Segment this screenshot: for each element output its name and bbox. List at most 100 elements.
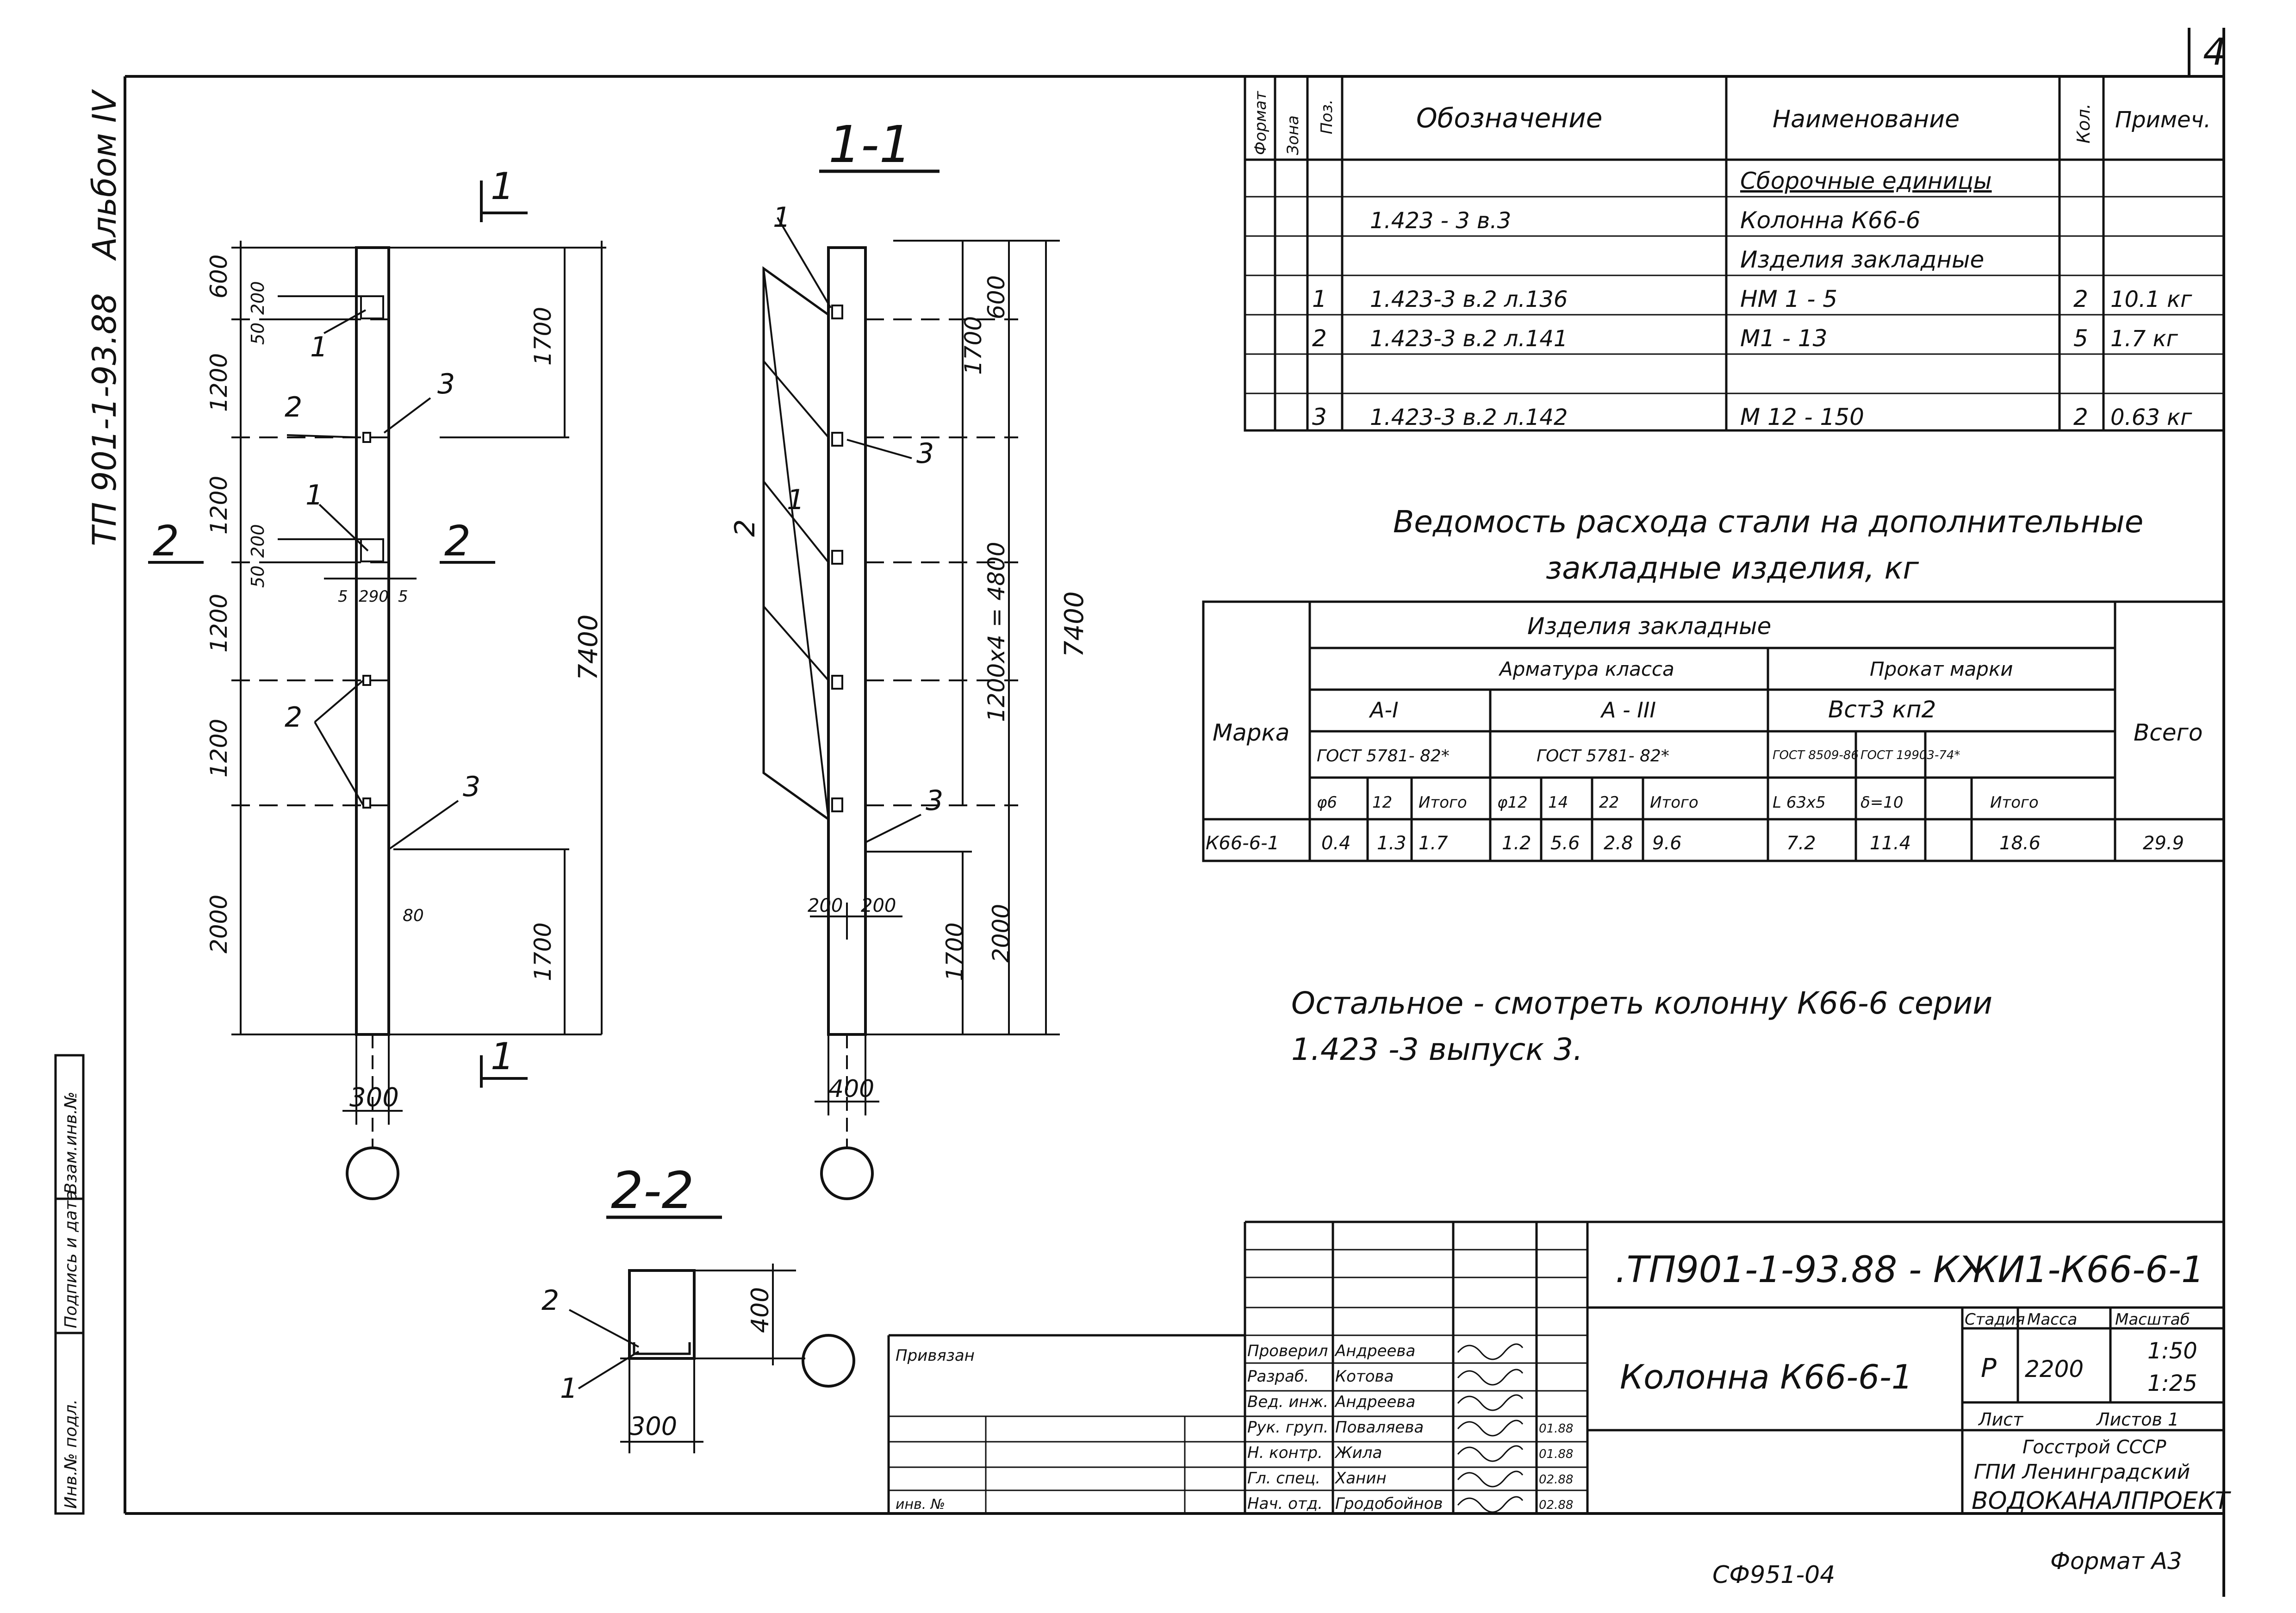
handwritten-signature	[1457, 1445, 1524, 1462]
steel-cell: 0.4	[1321, 833, 1351, 854]
spec-name: М 12 - 150	[1740, 404, 1864, 430]
spec-pos: 1	[1312, 286, 1327, 312]
signature-role: Нач. отд.	[1247, 1495, 1323, 1513]
dim-label: 600	[983, 275, 1010, 319]
handwritten-signature	[1457, 1420, 1524, 1437]
dim-label: 300	[349, 1083, 399, 1113]
axis-bubble	[820, 1146, 874, 1200]
org-line: ВОДОКАНАЛПРОЕКТ	[1972, 1487, 2232, 1515]
signature-date: 02.88	[1539, 1473, 1573, 1487]
spec-name: Сборочные единицы	[1740, 168, 1992, 194]
signature-name: Ханин	[1334, 1469, 1387, 1488]
scale-header: Масштаб	[2115, 1310, 2190, 1329]
album-label: Альбом IV	[86, 89, 124, 261]
dim-label: 1700	[529, 922, 556, 981]
axis-bubble	[346, 1146, 399, 1200]
left-box-label: Инв.№ подл.	[62, 1399, 81, 1509]
dim-label: 50	[248, 566, 268, 588]
spec-qty: 5	[2073, 325, 2088, 352]
steel-header: Прокат марки	[1870, 658, 2013, 680]
position-label: 1	[773, 201, 790, 234]
title-block	[887, 1221, 2224, 1513]
stage-value: Р	[1981, 1353, 1997, 1383]
series-label: ТП 901-1-93.88	[86, 293, 124, 546]
stage-header: Стадия	[1965, 1310, 2025, 1329]
dim-label: 1700	[960, 316, 987, 375]
spec-header: Кол.	[2073, 103, 2094, 143]
steel-header: Изделия закладные	[1527, 613, 1771, 640]
steel-header: Всего	[2134, 719, 2203, 746]
dim-label: 1200	[205, 594, 232, 653]
dim-label: 200	[861, 895, 896, 916]
position-label: 1	[787, 484, 804, 516]
signature-date: 01.88	[1539, 1447, 1573, 1461]
handwritten-signature	[1457, 1470, 1524, 1488]
dim-label: 1200	[205, 476, 232, 535]
spec-table	[1244, 75, 2225, 432]
steel-sub-header: δ=10	[1860, 793, 1904, 812]
org-line: ГПИ Ленинградский	[1974, 1460, 2190, 1484]
signature-name: Поваляева	[1335, 1418, 1424, 1437]
dim-label: 200	[808, 895, 843, 916]
sheets-header: Листов 1	[2096, 1409, 2179, 1430]
position-label: 1	[310, 331, 328, 363]
steel-header: ГОСТ 5781- 82*	[1537, 747, 1669, 766]
signature-role: Н. контр.	[1247, 1444, 1323, 1462]
dim-label: 1700	[529, 307, 556, 366]
dim-label: 400	[747, 1287, 774, 1333]
steel-cell: К66-6-1	[1206, 833, 1279, 854]
spec-header: Формат	[1251, 91, 1270, 155]
dim-label: 1700	[941, 922, 968, 981]
left-box-label: Подпись и дата	[62, 1190, 81, 1328]
spec-qty: 2	[2073, 286, 2088, 312]
dim-label: 7400	[573, 614, 604, 680]
dim-label: 1200	[205, 719, 232, 778]
sheet-number: 4	[2203, 31, 2227, 74]
handwritten-signature	[1457, 1369, 1524, 1386]
left-box-label: Взам.инв.№	[62, 1091, 81, 1194]
spec-header: Примеч.	[2115, 107, 2211, 133]
section-title: 1-1	[828, 115, 912, 174]
spec-pos: 3	[1312, 404, 1327, 430]
position-label: 3	[916, 437, 934, 470]
spec-header: Поз.	[1318, 100, 1336, 134]
handwritten-signature	[1457, 1496, 1524, 1513]
signature-role: Гл. спец.	[1247, 1469, 1320, 1488]
dim-label: 5	[338, 587, 348, 606]
spec-designation: 1.423 - 3 в.3	[1370, 208, 1511, 234]
dim-label: 80	[403, 906, 424, 925]
signature-date: 01.88	[1539, 1422, 1573, 1436]
steel-cell: 1.2	[1502, 833, 1531, 854]
position-label: 3	[926, 785, 943, 817]
dim-label: 2000	[205, 895, 232, 953]
steel-cell: 1.3	[1377, 833, 1406, 854]
dim-label: 50	[248, 323, 268, 345]
dim-label: 600	[205, 255, 232, 299]
spec-designation: 1.423-3 в.2 л.136	[1370, 286, 1568, 312]
spec-pos: 2	[1312, 325, 1327, 352]
sheet-header: Лист	[1978, 1409, 2024, 1430]
steel-cell: 18.6	[1999, 833, 2041, 854]
steel-sub-header: 22	[1599, 793, 1619, 812]
left-approval-boxes	[54, 1054, 85, 1515]
steel-sub-header: 12	[1372, 793, 1392, 812]
cut-mark: 2	[153, 517, 179, 566]
handwritten-signature	[1457, 1343, 1524, 1360]
dim-label: 200	[248, 524, 268, 558]
archive-stamp: СФ951-04	[1712, 1561, 1835, 1589]
steel-table-title: Ведомость расхода стали на дополнительны…	[1393, 504, 2143, 540]
cut-arrow	[480, 1055, 528, 1088]
dim-label: 400	[828, 1075, 874, 1103]
section-2-2-drawing	[569, 1264, 805, 1453]
dim-label: 2000	[988, 904, 1014, 963]
steel-header: ГОСТ 5781- 82*	[1317, 747, 1450, 766]
inv-label: инв. №	[896, 1496, 945, 1513]
signature-role: Вед. инж.	[1247, 1393, 1328, 1411]
spec-header: Зона	[1284, 115, 1302, 155]
scale-value: 1:50	[2147, 1338, 2197, 1364]
steel-cell: 7.2	[1786, 833, 1816, 854]
steel-header: ГОСТ 8509-86	[1773, 748, 1859, 762]
privyazan-label: Привязан	[896, 1346, 975, 1365]
position-label: 3	[463, 771, 480, 803]
